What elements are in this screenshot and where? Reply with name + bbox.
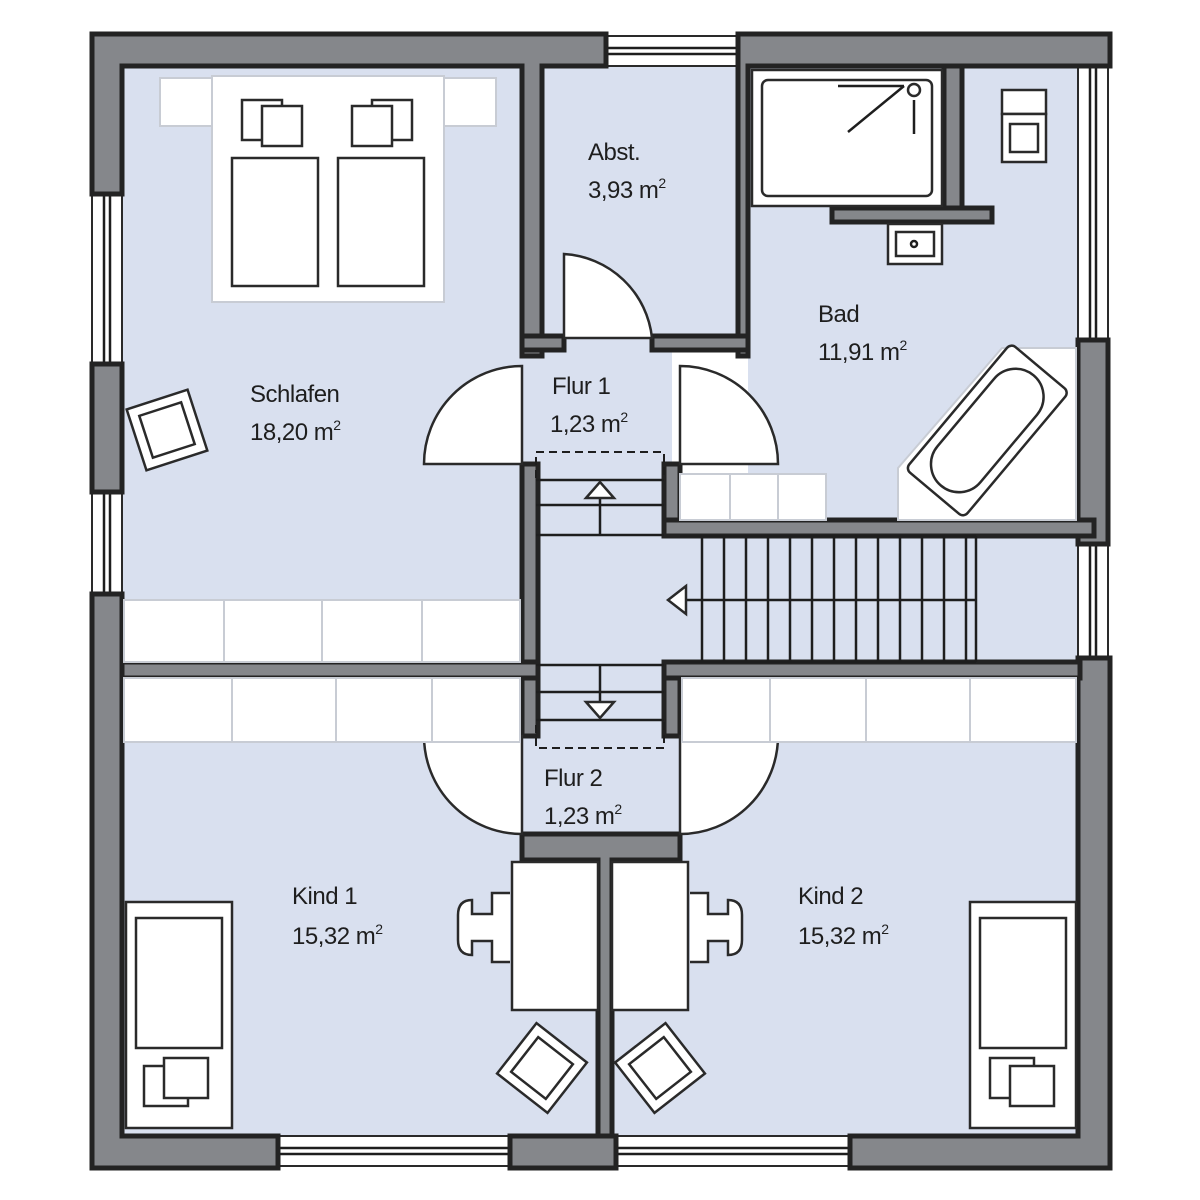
stair-arrow-left: [665, 583, 688, 617]
room-labels: Schlafen 18,20 m2 Abst. 3,93 m2 Bad 11,9…: [250, 139, 908, 950]
wall-right-lower: [847, 655, 1113, 1171]
wall-flur2-bottom: [519, 831, 683, 1139]
bad-cabinet: [679, 473, 827, 521]
schlafen-furniture: [123, 75, 521, 663]
kind2-furniture: [610, 677, 1078, 1130]
room-area-flur1: 1,23 m2: [550, 409, 628, 438]
room-area-flur2: 1,23 m2: [544, 801, 622, 830]
wall-left-pier: [89, 361, 125, 495]
desk-chair-kind1: [456, 891, 510, 964]
pillow-left-2: [260, 104, 304, 148]
wall-abst-door-jamb-right: [649, 333, 751, 353]
toilet: [1000, 88, 1048, 116]
kind1-furniture: [123, 677, 600, 1130]
desk-chair-kind2: [690, 891, 744, 964]
desk-kind2: [610, 860, 690, 1012]
nightstand-right: [441, 77, 497, 127]
window-top-abst: [605, 35, 739, 67]
wall-wc-bottom: [829, 205, 995, 225]
wall-schlafen-bottom: [119, 659, 541, 681]
wall-top-left: [89, 31, 609, 359]
pillow-right-2: [350, 104, 394, 148]
desk-kind1: [510, 860, 600, 1012]
door-flur1-left: [422, 364, 524, 466]
room-name-flur2: Flur 2: [544, 765, 603, 792]
room-name-flur1: Flur 1: [552, 373, 611, 400]
stair-arrow-up: [583, 480, 617, 500]
room-name-kind1: Kind 1: [292, 883, 357, 910]
window-right-1: [1077, 65, 1109, 341]
room-name-kind2: Kind 2: [798, 883, 863, 910]
room-area-abst: 3,93 m2: [588, 175, 666, 204]
mattress-left: [230, 156, 320, 288]
window-left-1: [91, 193, 123, 365]
room-name-abst: Abst.: [588, 139, 640, 166]
room-name-schlafen: Schlafen: [250, 381, 339, 408]
window-bottom-kind1: [277, 1135, 511, 1167]
wall-bottom-center: [507, 1133, 619, 1171]
bad-furniture: [679, 68, 1077, 521]
wall-top-right: [735, 31, 1113, 359]
door-abst: [562, 252, 654, 340]
wall-bad-bottom: [661, 517, 1097, 539]
room-name-bad: Bad: [818, 301, 859, 328]
window-left-2: [91, 491, 123, 595]
room-area-bad: 11,91 m2: [818, 337, 907, 366]
abst-door: [562, 252, 654, 340]
room-area-kind2: 15,32 m2: [798, 921, 889, 950]
stairs: [535, 451, 978, 749]
wardrobe-kind2: [681, 677, 1077, 743]
wall-stair-left: [519, 461, 541, 739]
room-area-schlafen: 18,20 m2: [250, 417, 341, 446]
window-bottom-kind2: [615, 1135, 851, 1167]
room-floor-stairs-landing: [668, 530, 1078, 665]
wall-wc-partition: [941, 63, 965, 215]
exterior-walls: [89, 31, 1113, 1171]
room-area-kind1: 15,32 m2: [292, 921, 383, 950]
wardrobe-kind1: [123, 677, 521, 743]
hall-doors: [422, 364, 780, 836]
door-flur1-right: [678, 364, 780, 466]
stair-arrow-down: [583, 700, 617, 720]
wall-kind2-top: [661, 659, 1083, 681]
wall-left-lower: [89, 591, 281, 1171]
windows: [91, 35, 1109, 1167]
nightstand-left: [159, 77, 215, 127]
mattress-right: [336, 156, 426, 288]
window-right-2: [1077, 543, 1109, 659]
wall-abst-door-jamb-left: [519, 333, 567, 353]
wall-right-pier: [1075, 337, 1111, 547]
